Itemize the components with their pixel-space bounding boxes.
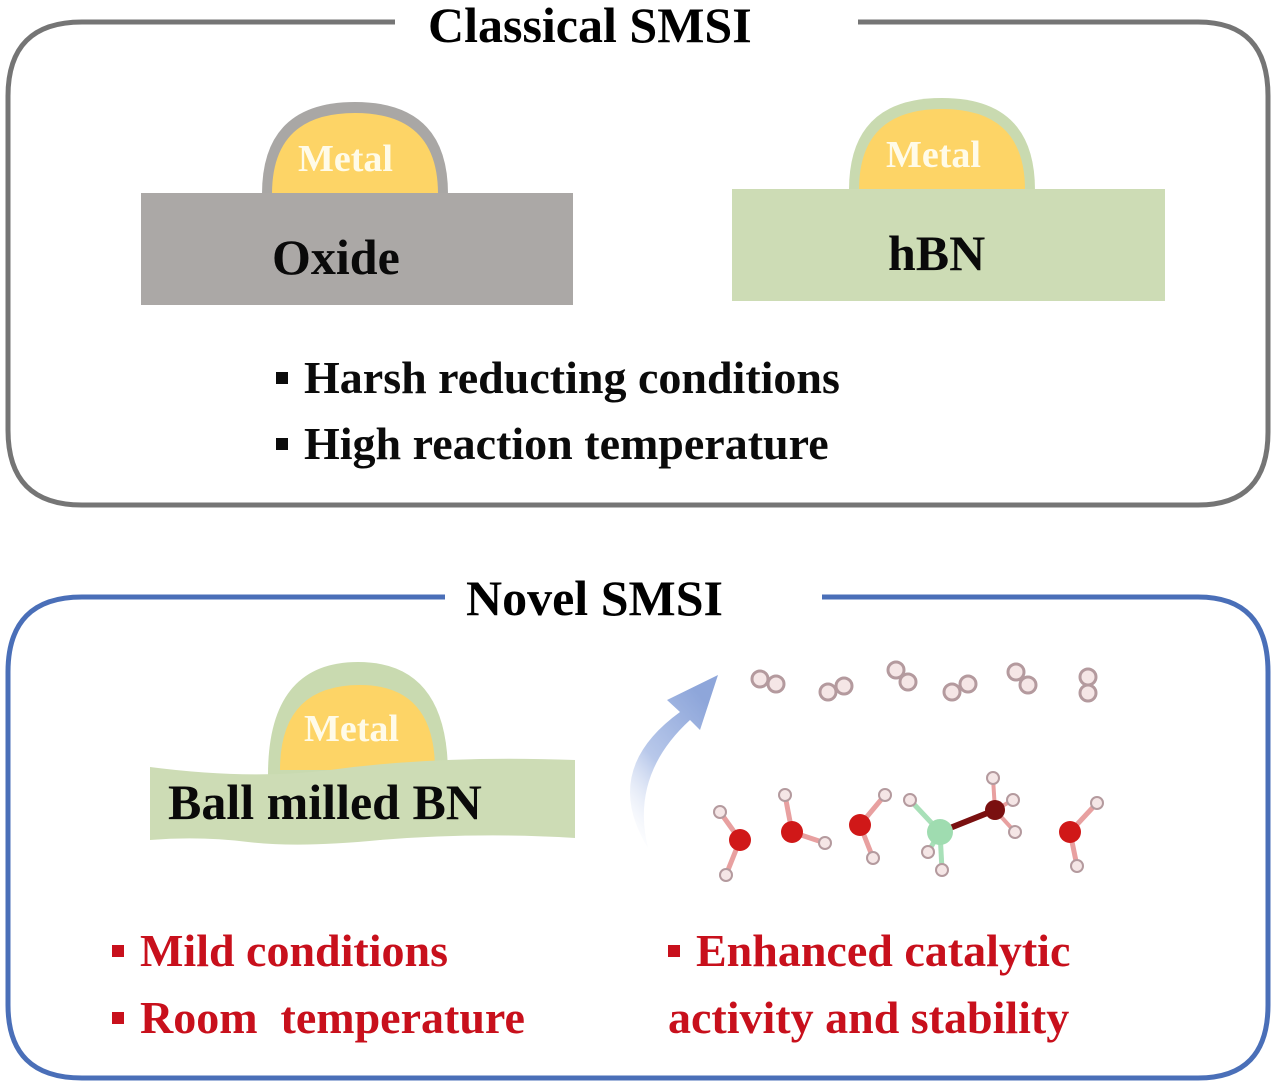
- novel-panel-border: [5, 594, 1271, 1081]
- bullet-marker: [276, 372, 288, 384]
- h2-molecule: [942, 674, 978, 702]
- novel-smsi-title: Novel SMSI: [452, 573, 737, 623]
- novel-bullet-enhanced: Enhanced catalytic: [668, 928, 1070, 974]
- water-molecule: [713, 805, 751, 882]
- novel-bullet-room-temp: Room temperature: [112, 995, 525, 1041]
- novel-metal-label: Metal: [304, 708, 399, 750]
- water-molecule: [1059, 796, 1104, 873]
- hbn-support: [732, 189, 1165, 301]
- bullet-marker: [112, 1012, 124, 1024]
- metal-particle: [280, 685, 435, 770]
- bullet-marker: [276, 438, 288, 450]
- bn-support: [150, 758, 575, 845]
- h2-molecule: [886, 660, 918, 692]
- metal-particle: [859, 109, 1025, 190]
- classical-smsi-title: Classical SMSI: [414, 0, 766, 50]
- classical-bullet: Harsh reducting conditions: [276, 355, 840, 401]
- bullet-marker: [112, 945, 124, 957]
- novel-bullet-mild: Mild conditions: [112, 928, 448, 974]
- classical-panel-border: [5, 19, 1271, 508]
- h2-molecule: [818, 676, 854, 702]
- novel-bullet-enhanced-continued: activity and stability: [668, 992, 1070, 1043]
- hbn-model: [732, 98, 1165, 301]
- ammonia-borane-molecule: [903, 771, 1022, 877]
- oxide-support: [141, 193, 573, 305]
- oxide-support-label: Oxide: [272, 229, 400, 285]
- hbn-support-label: hBN: [888, 225, 986, 281]
- nitrogen-atom: [985, 800, 1005, 820]
- water-molecule: [849, 788, 892, 865]
- release-arrow: [630, 675, 718, 848]
- metal-particle: [272, 113, 438, 194]
- h2-molecule: [750, 669, 786, 694]
- ball-milled-bn-label: Ball milled BN: [168, 774, 482, 830]
- ball-milled-bn-model: [150, 662, 575, 845]
- boron-atom: [927, 819, 953, 845]
- oxide-metal-label: Metal: [298, 138, 393, 180]
- classical-bullet: High reaction temperature: [276, 421, 829, 467]
- bullet-marker: [668, 945, 680, 957]
- hbn-metal-label: Metal: [886, 134, 981, 176]
- water-molecule: [778, 788, 832, 850]
- h2-molecule: [1006, 662, 1038, 695]
- h2-molecules: [750, 660, 1098, 703]
- h2-molecule: [1078, 667, 1098, 703]
- oxide-model: [141, 102, 573, 305]
